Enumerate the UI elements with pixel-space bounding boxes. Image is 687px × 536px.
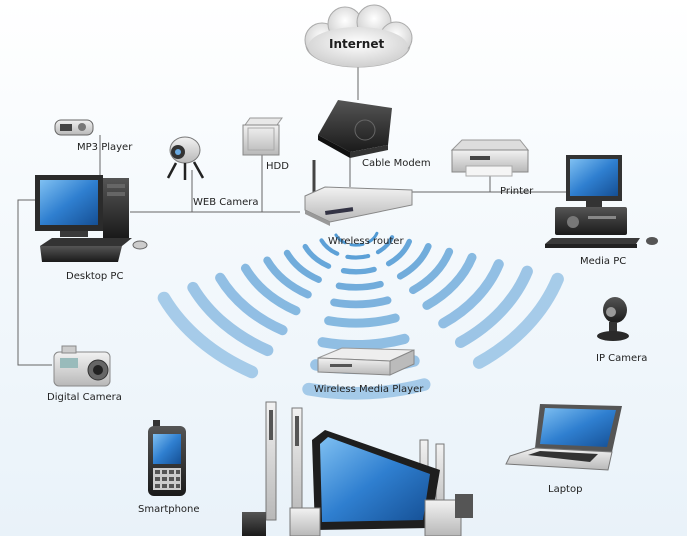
internet-cloud-icon [304, 4, 413, 68]
web-camera-icon [166, 136, 205, 180]
signal-wave [208, 259, 504, 351]
printer-icon [450, 139, 530, 177]
desktop-pc-icon [35, 175, 148, 262]
signal-wave [280, 243, 432, 291]
wireless-media-player-icon [317, 347, 415, 376]
signal-wave [300, 238, 412, 275]
desktop-pc-label: Desktop PC [66, 271, 124, 282]
web-camera-label: WEB Camera [193, 197, 259, 208]
ip-camera-icon [597, 297, 629, 341]
signal-wave [258, 247, 454, 309]
signal-wave [317, 235, 395, 260]
ip-camera-label: IP Camera [596, 353, 648, 364]
smartphone-icon [148, 420, 186, 496]
signal-wave [148, 272, 564, 400]
mp3-player-icon [54, 119, 94, 136]
home-theater-icon [242, 401, 473, 536]
signal-wave [235, 252, 477, 328]
media-pc-label: Media PC [580, 256, 627, 267]
wireless-media-player-label: Wireless Media Player [314, 384, 424, 395]
wireless-router-label: Wireless router [328, 236, 404, 247]
wireless-signal-waves [148, 231, 564, 400]
media-pc-icon [545, 155, 658, 248]
mp3-player-label: MP3 Player [77, 142, 133, 153]
digital-camera-icon [53, 345, 111, 387]
cable-modem-label: Cable Modem [362, 158, 431, 169]
wireless-router-icon [304, 160, 413, 226]
smartphone-label: Smartphone [138, 504, 200, 515]
hdd-label: HDD [266, 161, 289, 172]
cable-modem-icon [318, 100, 392, 158]
laptop-label: Laptop [548, 484, 583, 495]
hdd-icon [242, 117, 283, 156]
printer-label: Printer [500, 186, 534, 197]
digital-camera-label: Digital Camera [47, 392, 122, 403]
internet-label: Internet [329, 37, 385, 51]
signal-wave [333, 231, 379, 247]
laptop-icon [505, 404, 622, 471]
link-desktop-camera [17, 199, 52, 366]
